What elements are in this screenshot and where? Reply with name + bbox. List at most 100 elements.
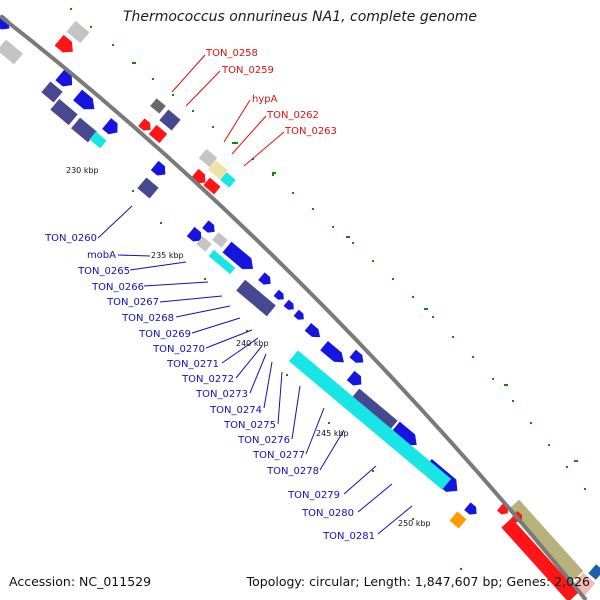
- gene-block: [89, 131, 107, 149]
- gene-arrow: [55, 69, 73, 87]
- gene-label-ton-0262: TON_0262: [266, 110, 319, 121]
- leader-line: [305, 407, 325, 455]
- ring-dot: [312, 208, 314, 210]
- inner-ring-dot: [286, 374, 288, 376]
- gene-arrow: [202, 220, 215, 233]
- inner-ring-dot: [328, 422, 330, 424]
- gene-arrow: [258, 272, 271, 285]
- gene-label-ton-0274: TON_0274: [209, 405, 262, 416]
- gene-label-ton-0279: TON_0279: [287, 490, 340, 501]
- gene-block: [220, 172, 236, 188]
- leader-line: [205, 329, 253, 349]
- gene-block: [41, 81, 63, 103]
- ring-tick: [504, 384, 508, 386]
- leader-line: [235, 345, 263, 379]
- outer-ring-dots: [70, 8, 586, 570]
- blue-gene-labels: TON_0260mobATON_0265TON_0266TON_0267TON_…: [44, 233, 375, 542]
- gene-label-ton-0269: TON_0269: [138, 329, 191, 340]
- gene-label-ton-0272: TON_0272: [181, 374, 234, 385]
- leader-line: [291, 385, 301, 440]
- topology-label: Topology: circular; Length: 1,847,607 bp…: [246, 574, 590, 589]
- gene-label-ton-0275: TON_0275: [223, 420, 276, 431]
- leader-line: [231, 115, 267, 155]
- ring-tick: [424, 308, 428, 310]
- ring-dot: [152, 78, 154, 80]
- ring-dot: [70, 8, 72, 10]
- leader-line: [97, 205, 133, 239]
- ring-tick: [574, 460, 578, 462]
- gene-label-ton-0277: TON_0277: [252, 450, 305, 461]
- ring-dot: [566, 466, 568, 468]
- gene-block: [196, 236, 212, 252]
- gene-block: [236, 279, 276, 317]
- ring-dot: [332, 226, 334, 228]
- gene-arrow: [102, 118, 118, 135]
- gene-block: [350, 388, 398, 432]
- ring-dot: [172, 94, 174, 96]
- ring-dot: [352, 242, 354, 244]
- ring-dot: [412, 296, 414, 298]
- gene-arrow: [346, 370, 362, 386]
- leader-line: [175, 305, 231, 318]
- leader-line: [159, 295, 223, 303]
- gene-block: [208, 160, 228, 180]
- gene-block: [0, 39, 23, 65]
- gene-block: [508, 499, 584, 581]
- gene-arrow: [273, 289, 284, 300]
- gene-block: [288, 350, 452, 490]
- gene-arrow: [222, 241, 254, 270]
- ring-dot: [512, 400, 514, 402]
- genome-title: Thermococcus onnurineus NA1, complete ge…: [122, 9, 478, 25]
- ring-tick: [132, 62, 136, 64]
- tick-label: 245 kbp: [316, 429, 349, 438]
- ring-dot: [90, 26, 92, 28]
- leader-line: [191, 317, 241, 334]
- leader-line: [143, 281, 209, 287]
- gene-block: [212, 232, 228, 248]
- ring-tick: [234, 142, 238, 144]
- gene-block: [71, 117, 97, 143]
- inner-ring-dot: [132, 190, 134, 192]
- gene-arrow: [464, 502, 477, 515]
- gene-arrow: [304, 323, 321, 338]
- gene-label-moba: mobA: [87, 250, 116, 261]
- backbone-arc: [0, 14, 588, 600]
- inner-ring-dot: [412, 518, 414, 520]
- gene-block: [198, 148, 218, 168]
- leader-line: [223, 99, 251, 143]
- tick-label: 250 kbp: [398, 519, 431, 528]
- gene-label-ton-0266: TON_0266: [91, 282, 144, 293]
- gene-block: [501, 518, 579, 600]
- leader-line: [263, 361, 273, 409]
- gene-block: [449, 511, 467, 529]
- inner-ring-dot: [160, 222, 162, 224]
- gene-block: [588, 564, 600, 580]
- leader-line: [221, 337, 259, 364]
- gene-arrow: [138, 118, 151, 131]
- gene-label-ton-0271: TON_0271: [166, 359, 219, 370]
- leader-line: [343, 465, 377, 495]
- inner-ring-dot: [246, 330, 248, 332]
- gene-label-ton-0258: TON_0258: [205, 48, 258, 59]
- inner-ring-dot: [204, 278, 206, 280]
- tick-label: 235 kbp: [151, 251, 184, 260]
- ring-dot: [530, 422, 532, 424]
- label-leader-lines: [97, 54, 413, 535]
- ring-dot: [192, 110, 194, 112]
- gene-block: [137, 177, 159, 199]
- ring-tick: [346, 236, 350, 238]
- gene-arrow: [73, 89, 95, 110]
- gene-label-ton-0278: TON_0278: [266, 466, 319, 477]
- gene-arrow: [283, 299, 294, 310]
- gene-label-ton-0267: TON_0267: [106, 297, 159, 308]
- ring-dot: [112, 44, 114, 46]
- gene-arrow: [349, 349, 364, 363]
- gene-features: [0, 14, 600, 600]
- gene-arrow: [293, 309, 304, 320]
- leader-line: [171, 54, 206, 93]
- gene-arrow: [150, 160, 166, 176]
- ring-dot: [472, 356, 474, 358]
- gene-block: [203, 177, 221, 195]
